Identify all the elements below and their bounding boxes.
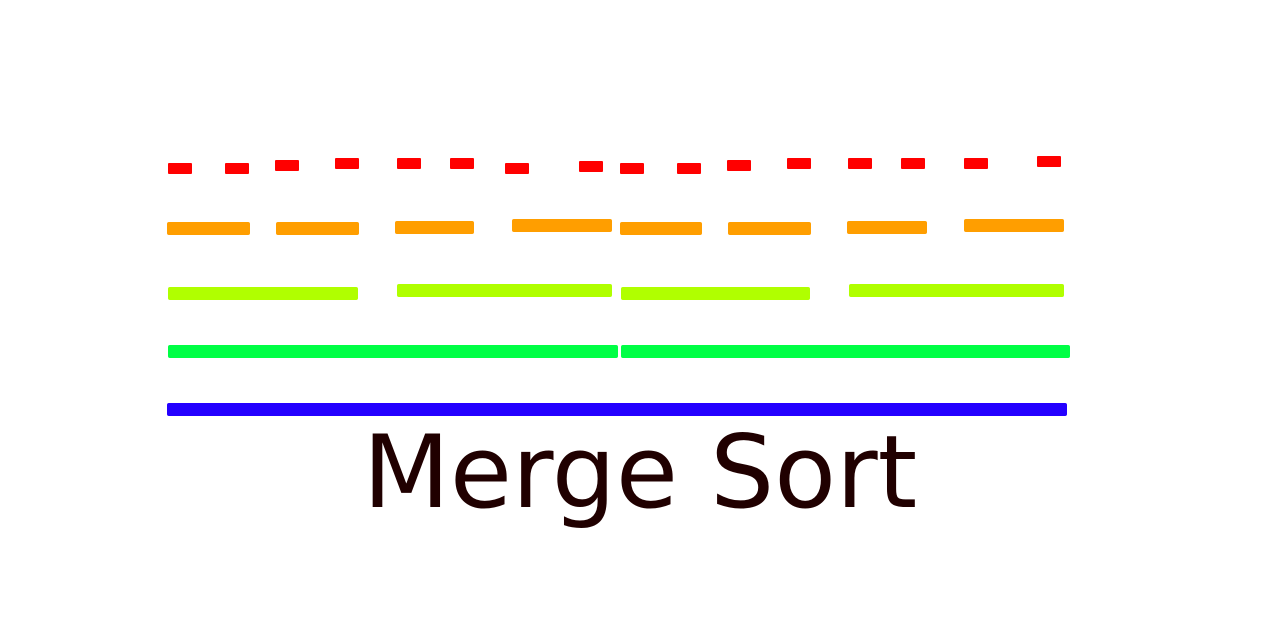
segment-bar	[620, 163, 644, 174]
segment-bar	[677, 163, 701, 174]
segment-bar	[335, 158, 359, 169]
segment-bar	[727, 160, 751, 171]
segment-bar	[276, 222, 359, 235]
segment-bar	[847, 221, 927, 234]
segment-bar	[621, 345, 1070, 358]
segment-bar	[848, 158, 872, 169]
segment-bar	[512, 219, 612, 232]
segment-bar	[167, 403, 1067, 416]
segment-bar	[395, 221, 474, 234]
segment-bar	[168, 287, 358, 300]
segment-bar	[849, 284, 1064, 297]
segment-bar	[728, 222, 811, 235]
segment-bar	[1037, 156, 1061, 167]
segment-bar	[579, 161, 603, 172]
segment-bar	[168, 345, 618, 358]
segment-bar	[397, 158, 421, 169]
segment-bar	[167, 222, 250, 235]
segment-bar	[621, 287, 810, 300]
segment-bar	[505, 163, 529, 174]
segment-bar	[901, 158, 925, 169]
segment-bar	[397, 284, 612, 297]
segment-bar	[168, 163, 192, 174]
diagram-title: Merge Sort	[362, 413, 918, 531]
segment-bar	[620, 222, 702, 235]
segment-bar	[275, 160, 299, 171]
segment-bar	[225, 163, 249, 174]
segment-bar	[450, 158, 474, 169]
segment-bar	[787, 158, 811, 169]
segment-bar	[964, 158, 988, 169]
segment-bar	[964, 219, 1064, 232]
